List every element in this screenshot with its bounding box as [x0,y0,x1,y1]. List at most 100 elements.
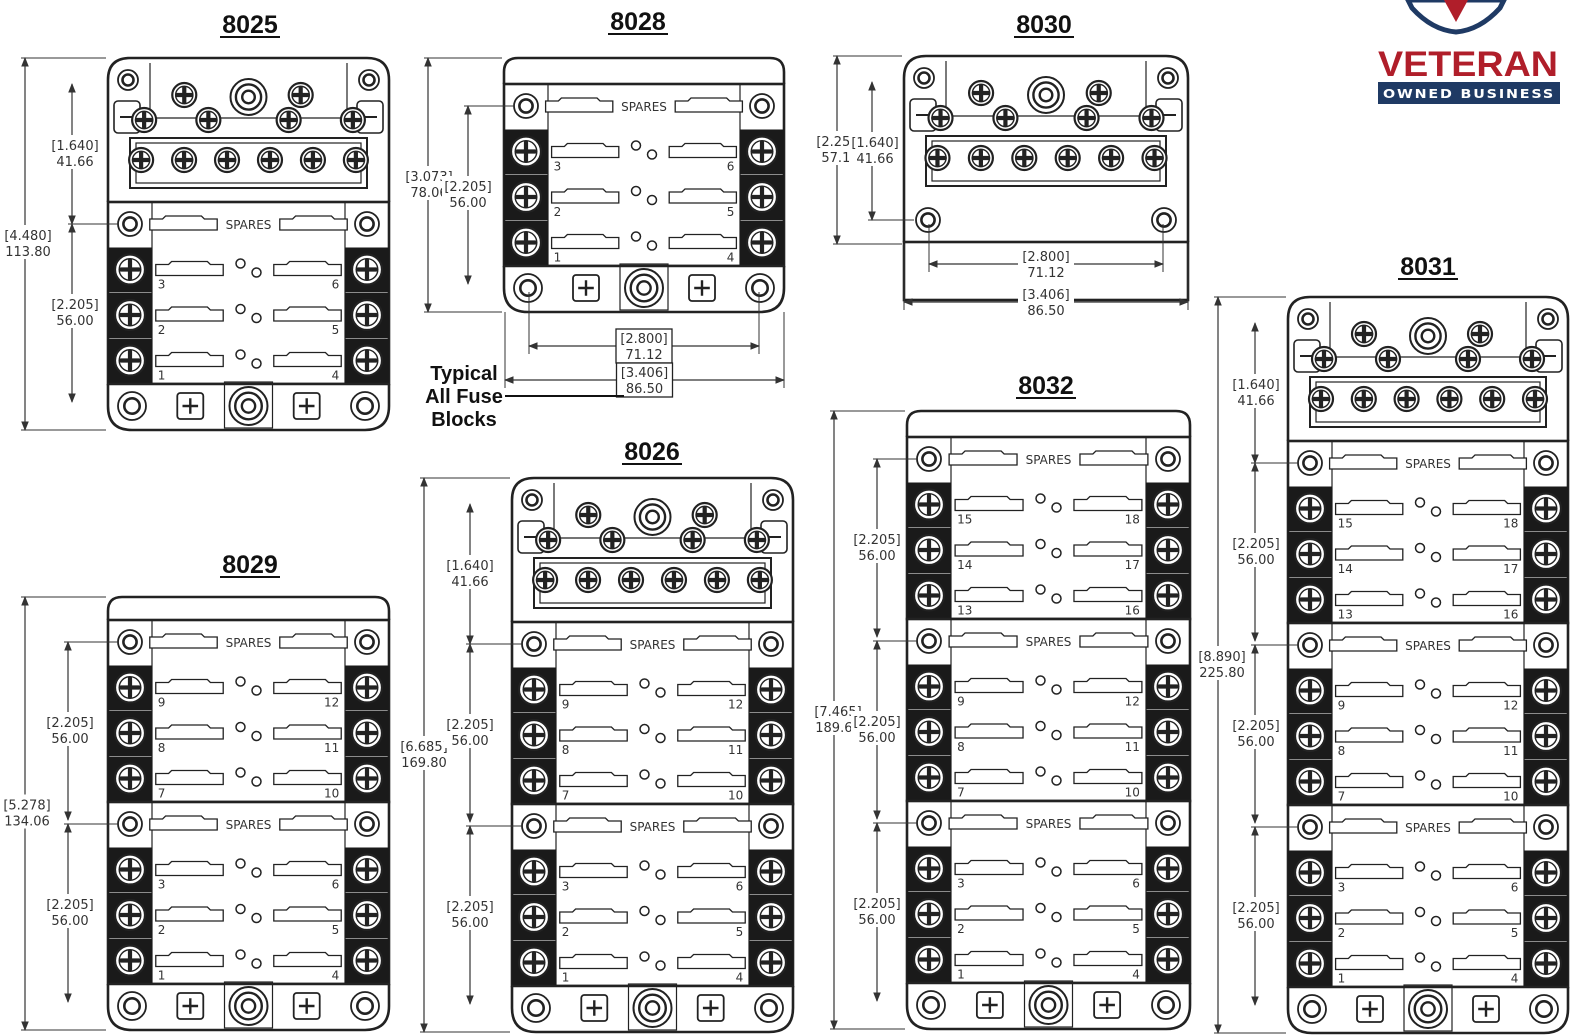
fuse-slot-icon [273,769,342,786]
circuit-number: 8 [158,741,166,755]
dimension-label-in: [2.205] [446,718,493,733]
indicator-led-icon [1430,688,1442,699]
fuse-slot-icon [559,908,628,924]
indicator-led-icon [1051,729,1062,741]
mount-hole-icon [117,69,139,91]
fuse-slot-icon [1452,681,1522,698]
fuse-slot-icon [1334,545,1404,561]
fuse-slot-icon [1334,499,1404,516]
circuit-number: 6 [727,160,735,174]
indicator-led-icon [235,949,246,960]
badge-sub-bar [1378,82,1560,104]
circuit-number: 12 [1503,699,1518,713]
model-title: 8031 [1400,253,1456,281]
dimension-label-mm: 41.66 [856,152,893,167]
mount-hole-icon [354,211,380,237]
circuit-number: 1 [957,968,965,982]
circuit-number: 15 [1338,517,1353,531]
fuse-slot-icon [1073,723,1143,739]
fuse-slot-icon [677,908,746,924]
dimension-label-mm: 71.12 [1027,266,1064,281]
mount-hole-icon [1297,450,1323,476]
indicator-led-icon [1414,770,1426,781]
indicator-led-icon [1414,952,1426,963]
fuse-slot-icon [1328,454,1398,470]
mount-hole-icon [354,811,380,837]
circuit-number: 14 [957,558,972,572]
dimension-label-in: [2.205] [46,898,93,913]
circuit-number: 9 [957,695,965,709]
circuit-number: 4 [727,251,735,265]
dimension-label-in: [2.800] [620,332,667,347]
circuit-number: 5 [727,205,735,219]
circuit-number: 11 [324,741,339,755]
mount-hole-icon [513,93,539,119]
circuit-number: 4 [1132,968,1140,982]
dimension-label-mm: 56.00 [858,549,895,564]
fuse-slot-icon [273,678,342,695]
circuit-number: 5 [332,323,340,337]
indicator-led-icon [1414,724,1426,736]
fuse-slot-icon [1334,772,1404,789]
circuit-number: 11 [1503,744,1518,758]
indicator-led-icon [235,767,246,778]
indicator-led-icon [1430,597,1442,608]
spares-label: SPARES [1026,453,1072,467]
spares-label: SPARES [226,636,272,650]
fuse-slot-icon [155,351,224,368]
dimension-label-in: [7.465] [814,705,861,720]
indicator-led-icon [251,867,262,878]
mount-hole-icon [521,993,551,1023]
circuit-number: 5 [1511,926,1519,940]
fuse-slot-icon [273,351,342,368]
indicator-led-icon [251,730,262,742]
mount-hole-icon [350,391,380,421]
fuse-slot-icon [544,97,614,113]
circuit-number: 16 [1125,604,1140,618]
indicator-led-icon [1035,675,1046,686]
spares-label: SPARES [226,818,272,832]
dimension-label-mm: 56.00 [858,913,895,928]
dimension-label-mm: 169.80 [401,756,447,771]
indicator-led-icon [655,732,666,744]
circuit-number: 4 [332,969,340,983]
indicator-led-icon [1051,957,1062,968]
fuse-slot-icon [550,188,620,204]
fuse-slot-icon [1079,814,1149,830]
indicator-led-icon [1430,506,1442,517]
circuit-number: 12 [728,698,743,712]
circuit-number: 7 [957,786,965,800]
circuit-number: 2 [554,205,562,219]
spares-label: SPARES [1405,639,1451,653]
circuit-number: 3 [158,878,166,892]
indicator-led-icon [1414,679,1426,690]
mount-hole-icon [1297,994,1327,1024]
indicator-led-icon [646,149,658,160]
indicator-led-icon [1430,870,1442,881]
fuse-slot-icon [550,142,620,159]
fuse-slot-icon [553,635,622,651]
bus-bar [129,137,368,189]
dimension-label-in: [2.205] [853,897,900,912]
fuse-slot-icon [677,680,746,697]
mount-hole-icon [1151,207,1177,233]
indicator-led-icon [235,258,246,269]
indicator-led-icon [655,869,666,880]
indicator-led-icon [235,676,246,687]
indicator-led-icon [1414,497,1426,508]
dimension-label-in: [1.640] [446,559,493,574]
dimension-label-mm: 56.00 [1237,735,1274,750]
dimension-label-mm: 189.62 [815,721,861,736]
circuit-number: 8 [562,743,570,757]
fuse-slot-icon [155,769,224,786]
circuit-number: 6 [1511,881,1519,895]
mount-hole-icon [1155,446,1181,472]
fuse-slot-icon [954,495,1024,512]
circuit-number: 3 [957,877,965,891]
fuse-slot-icon [155,860,224,877]
fuse-section [905,799,1192,985]
circuit-number: 12 [1125,695,1140,709]
fuse-slot-icon [279,815,348,831]
